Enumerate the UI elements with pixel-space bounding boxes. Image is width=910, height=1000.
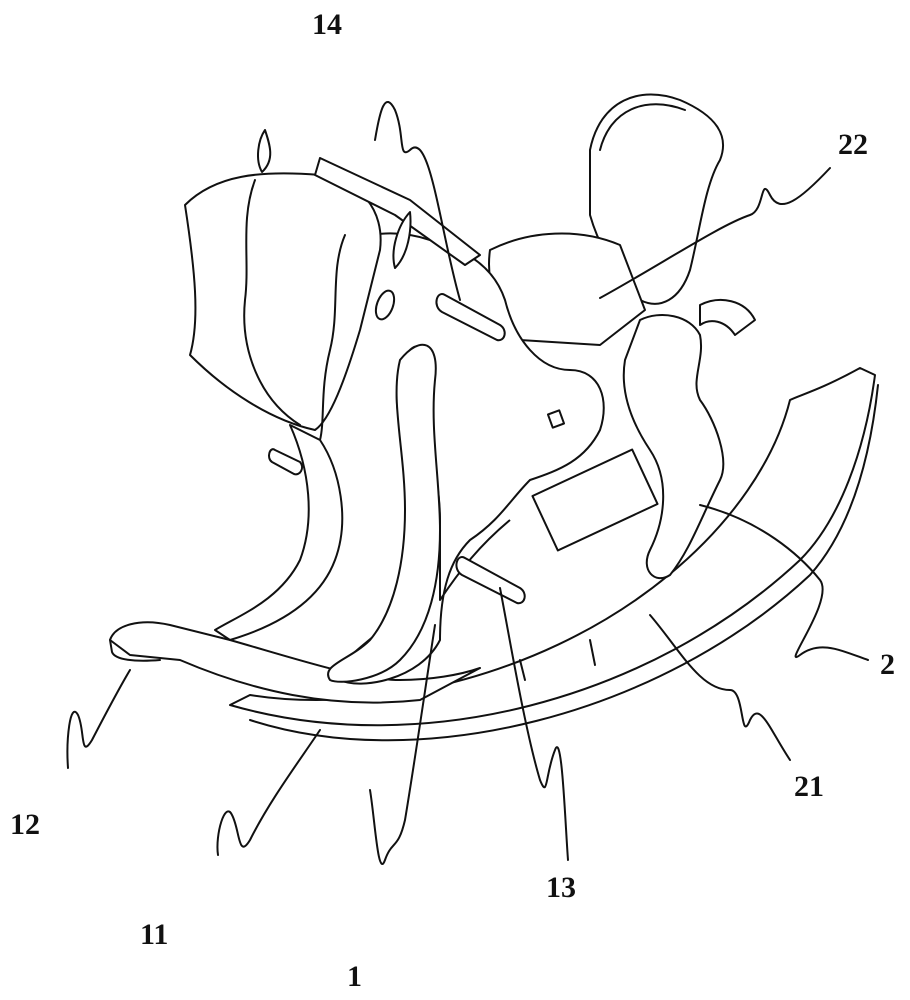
label-14: 14 (312, 10, 342, 40)
label-13: 13 (546, 873, 576, 903)
seat (489, 94, 723, 345)
leader-11 (217, 730, 320, 855)
label-12: 12 (10, 810, 40, 840)
label-22: 22 (838, 130, 868, 160)
label-21: 21 (794, 772, 824, 802)
label-1: 1 (347, 962, 362, 992)
label-11: 11 (140, 920, 168, 950)
label-2: 2 (880, 650, 895, 680)
leader-13 (500, 588, 568, 860)
leader-12 (67, 670, 130, 768)
